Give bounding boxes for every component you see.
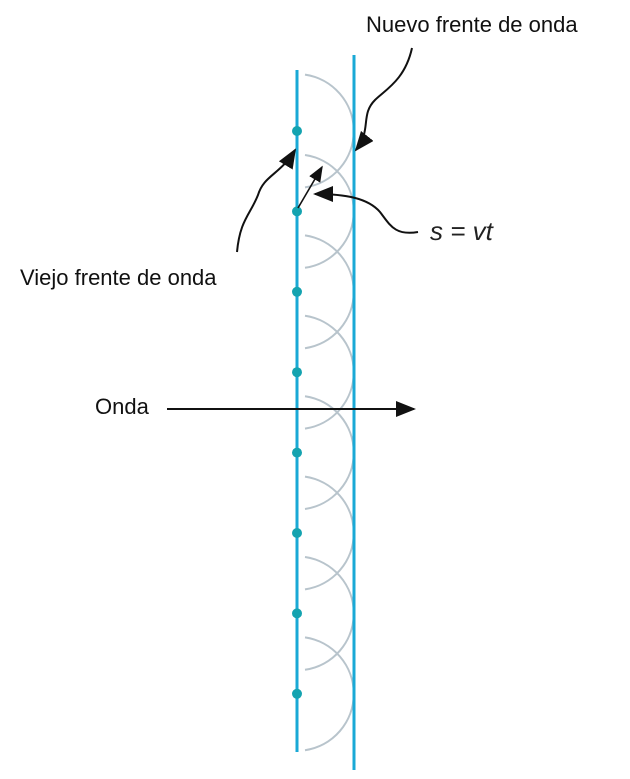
- point-source: [292, 528, 302, 538]
- old-front-label: Viejo frente de onda: [20, 265, 217, 290]
- old-front-pointer-arrow: [236, 148, 297, 253]
- new-front-pointer-arrow: [354, 47, 413, 152]
- radius-arrow: [297, 165, 323, 209]
- wave-label: Onda: [95, 394, 149, 419]
- wavelet-arc: [304, 73, 355, 189]
- distance-pointer-arrow: [313, 186, 419, 234]
- point-source: [292, 447, 302, 458]
- point-sources: [292, 126, 302, 699]
- wavelet-arc: [304, 395, 355, 510]
- wavelet-arc: [304, 314, 355, 430]
- point-source: [292, 126, 302, 136]
- wavelet-arc: [304, 234, 355, 350]
- distance-formula: s = vt: [430, 216, 493, 246]
- point-source: [292, 286, 302, 297]
- new-front-label: Nuevo frente de onda: [366, 12, 578, 37]
- point-source: [292, 206, 302, 217]
- wavelets: [304, 73, 355, 752]
- wavelet-arc: [304, 636, 355, 752]
- point-source: [292, 688, 302, 699]
- point-source: [292, 367, 302, 378]
- point-source: [292, 608, 302, 619]
- wavelet-arc: [304, 475, 355, 591]
- wavelet-arc: [304, 556, 355, 671]
- wavelet-arc: [304, 154, 355, 269]
